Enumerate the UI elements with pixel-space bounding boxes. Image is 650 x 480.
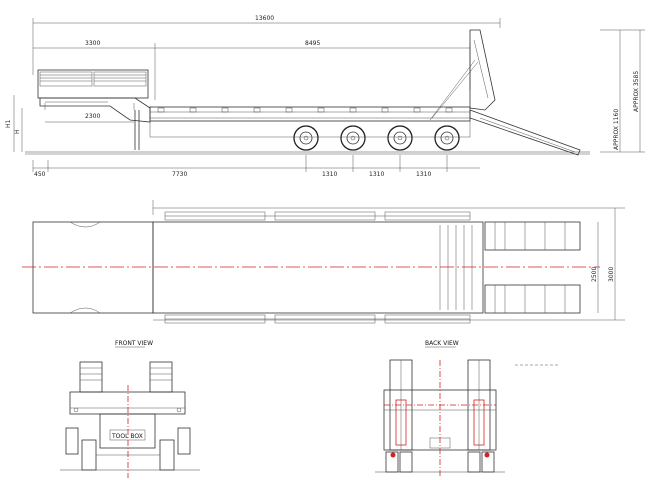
dim-h: H (14, 129, 21, 134)
axle-spacing-3-dim: 1310 (416, 171, 431, 178)
side-view: 13600 3300 8495 2300 (5, 15, 645, 178)
axle-spacing-1-dim: 1310 (322, 171, 337, 178)
deck-length-dim: 8495 (305, 40, 320, 47)
front-view: FRONT VIEW TOOL BOX (60, 340, 200, 478)
approx-height-dim: APPROX 1160 (613, 109, 620, 150)
inner-width-dim: 2500 (591, 267, 598, 282)
back-view-title: BACK VIEW (425, 340, 459, 347)
dim-h1: H1 (5, 119, 12, 128)
axle-wheels (293, 125, 460, 151)
front-view-title: FRONT VIEW (115, 340, 153, 347)
top-view: 2500 3000 (22, 200, 625, 324)
tool-box-label: TOOL BOX (111, 433, 143, 440)
front-offset-dim: 450 (34, 171, 46, 178)
axle-spacing-2-dim: 1310 (369, 171, 384, 178)
approx-ramp-height-dim: APPROX 3585 (633, 71, 640, 112)
outer-width-dim: 3000 (608, 267, 615, 282)
neck-lower-dim: 2300 (85, 113, 100, 120)
overall-length-dim: 13600 (255, 15, 274, 22)
gooseneck-length-dim: 3300 (85, 40, 100, 47)
back-view: BACK VIEW (375, 340, 560, 478)
kingpin-to-axle-dim: 7730 (172, 171, 187, 178)
